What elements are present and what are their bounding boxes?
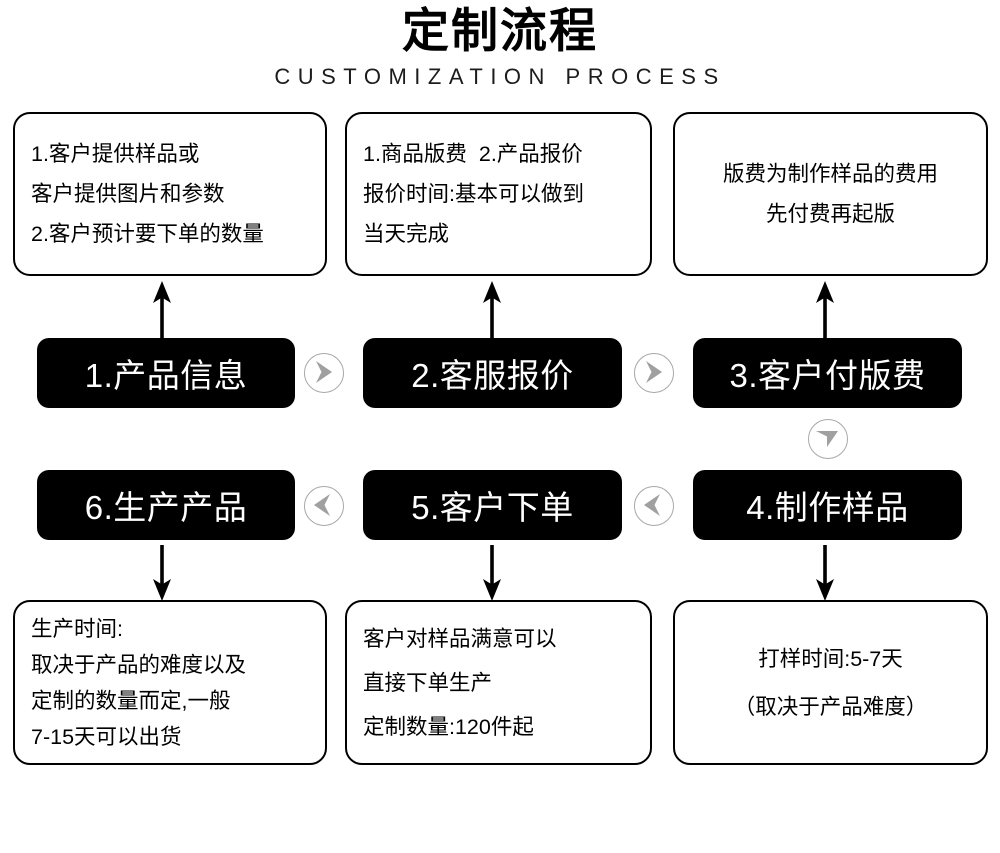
page-subtitle: CUSTOMIZATION PROCESS	[274, 64, 726, 89]
step-button-6-production[interactable]: 6.生产产品	[37, 470, 295, 540]
chevron-right-circle-icon	[634, 353, 674, 393]
note-card-quotation: 1.商品版费 2.产品报价 报价时间:基本可以做到 当天完成	[345, 112, 652, 276]
chevron-left-circle-icon	[304, 486, 344, 526]
step-button-4-make-sample[interactable]: 4.制作样品	[693, 470, 962, 540]
note-line: 定制数量:120件起	[363, 714, 534, 739]
note-card-sampling-time: 打样时间:5-7天 （取决于产品难度）	[673, 600, 988, 765]
step-label: 3.客户付版费	[729, 357, 926, 394]
note-line: 定制的数量而定,一般	[31, 688, 231, 713]
note-line: 报价时间:基本可以做到	[363, 182, 584, 206]
note-card-order-placing: 客户对样品满意可以 直接下单生产 定制数量:120件起	[345, 600, 652, 765]
step-label: 4.制作样品	[746, 489, 909, 526]
note-line: 取决于产品的难度以及	[31, 652, 247, 677]
note-line: 1.商品版费 2.产品报价	[363, 142, 583, 166]
note-card-production-time: 生产时间: 取决于产品的难度以及 定制的数量而定,一般 7-15天可以出货	[13, 600, 327, 765]
chevron-right-circle-icon	[304, 353, 344, 393]
note-line: 版费为制作样品的费用	[722, 162, 938, 186]
step-button-2-service-quotation[interactable]: 2.客服报价	[363, 338, 622, 408]
note-line: （取决于产品难度）	[733, 694, 928, 719]
arrow-down-2	[480, 545, 504, 601]
note-line: 7-15天可以出货	[31, 724, 182, 749]
step-label: 2.客服报价	[411, 357, 574, 394]
note-line: 打样时间:5-7天	[758, 646, 903, 671]
note-line: 客户提供图片和参数	[31, 182, 225, 206]
arrow-down-3	[813, 545, 837, 601]
note-line: 1.客户提供样品或	[31, 142, 200, 166]
page-title: 定制流程	[402, 4, 598, 57]
note-card-plate-fee: 版费为制作样品的费用 先付费再起版	[673, 112, 988, 276]
note-line: 2.客户预计要下单的数量	[31, 222, 264, 246]
arrow-up-2	[480, 281, 504, 338]
step-button-1-product-info[interactable]: 1.产品信息	[37, 338, 295, 408]
note-line: 先付费再起版	[765, 202, 895, 226]
step-label: 5.客户下单	[411, 489, 574, 526]
step-label: 6.生产产品	[84, 489, 248, 526]
step-button-5-place-order[interactable]: 5.客户下单	[363, 470, 622, 540]
note-line: 直接下单生产	[363, 670, 493, 695]
step-button-3-pay-plate-fee[interactable]: 3.客户付版费	[693, 338, 962, 408]
arrow-down-1	[150, 545, 174, 601]
note-line: 生产时间:	[31, 616, 123, 641]
chevron-down-circle-icon	[808, 419, 848, 459]
step-label: 1.产品信息	[84, 357, 248, 394]
note-line: 当天完成	[363, 222, 450, 246]
note-line: 客户对样品满意可以	[363, 626, 557, 651]
arrow-up-1	[150, 281, 174, 338]
chevron-left-circle-icon	[634, 486, 674, 526]
note-card-product-info: 1.客户提供样品或 客户提供图片和参数 2.客户预计要下单的数量	[13, 112, 327, 276]
arrow-up-3	[813, 281, 837, 338]
